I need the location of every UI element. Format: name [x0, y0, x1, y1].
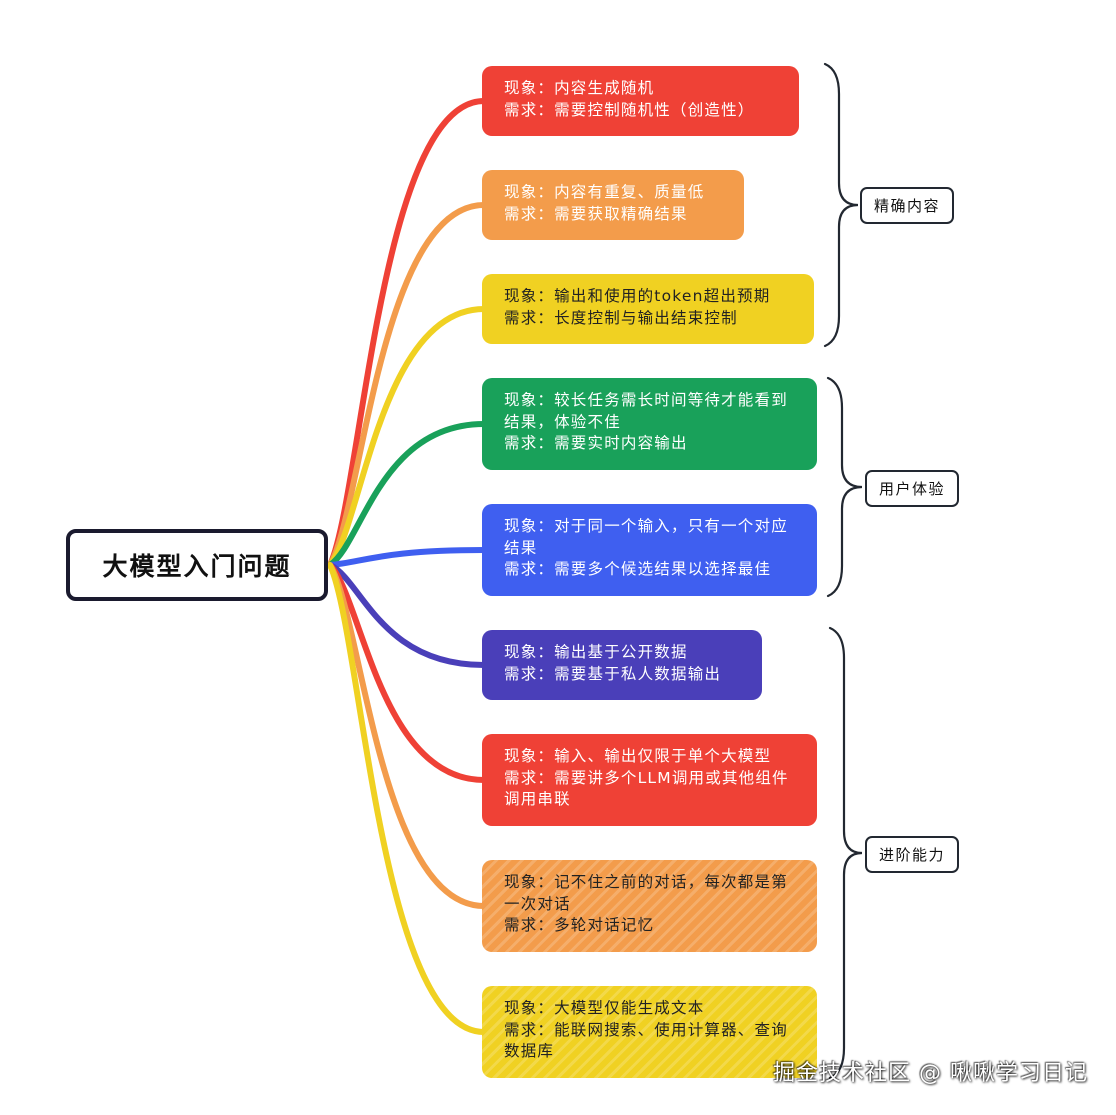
root-node-label: 大模型入门问题	[102, 552, 292, 581]
group-label-user-experience: 用户体验	[865, 470, 960, 507]
group-label-text: 进阶能力	[879, 846, 946, 864]
phenomenon-text: 现象：对于同一个输入，只有一个对应结果	[504, 517, 788, 557]
phenomenon-text: 现象：内容有重复、质量低	[504, 183, 705, 201]
group-label-text: 用户体验	[879, 480, 946, 498]
phenomenon-text: 现象：记不住之前的对话，每次都是第一次对话	[504, 873, 788, 913]
topic-node-text-only: 现象：大模型仅能生成文本 需求：能联网搜索、使用计算器、查询数据库	[482, 986, 817, 1078]
requirement-text: 需求：能联网搜索、使用计算器、查询数据库	[504, 1020, 788, 1061]
connector-line	[327, 306, 487, 568]
connector-line	[327, 202, 487, 568]
requirement-text: 需求：多轮对话记忆	[504, 916, 655, 934]
requirement-text: 需求：需要实时内容输出	[504, 434, 688, 452]
phenomenon-text: 现象：输入、输出仅限于单个大模型	[504, 747, 772, 765]
group-label-text: 精确内容	[874, 197, 941, 215]
group-bracket	[828, 626, 863, 1080]
phenomenon-text: 现象：大模型仅能生成文本	[504, 999, 705, 1017]
phenomenon-text: 现象：输出基于公开数据	[504, 643, 688, 661]
connector-line	[327, 562, 487, 668]
group-label-precise-content: 精确内容	[860, 187, 955, 224]
connector-line	[327, 562, 487, 1035]
phenomenon-text: 现象：内容生成随机	[504, 79, 655, 97]
group-bracket	[826, 376, 863, 598]
requirement-text: 需求：长度控制与输出结束控制	[504, 308, 738, 327]
connector-line	[327, 562, 487, 783]
requirement-text: 需求：需要讲多个LLM调用或其他组件调用串联	[504, 768, 789, 809]
root-node: 大模型入门问题	[66, 529, 328, 601]
requirement-text: 需求：需要控制随机性（创造性）	[504, 100, 755, 119]
topic-node-random-content: 现象：内容生成随机 需求：需要控制随机性（创造性）	[482, 66, 799, 136]
topic-node-repetition: 现象：内容有重复、质量低 需求：需要获取精确结果	[482, 170, 744, 240]
topic-node-long-wait: 现象：较长任务需长时间等待才能看到结果，体验不佳 需求：需要实时内容输出	[482, 378, 817, 470]
group-bracket	[823, 62, 859, 348]
requirement-text: 需求：需要获取精确结果	[504, 204, 688, 223]
watermark: 掘金技术社区 @ 啾啾学习日记	[773, 1061, 1088, 1086]
topic-node-no-memory: 现象：记不住之前的对话，每次都是第一次对话 需求：多轮对话记忆	[482, 860, 817, 952]
group-label-advanced-capability: 进阶能力	[865, 836, 960, 873]
connector-line	[327, 547, 487, 568]
topic-node-single-result: 现象：对于同一个输入，只有一个对应结果 需求：需要多个候选结果以选择最佳	[482, 504, 817, 596]
topic-node-token-overuse: 现象：输出和使用的token超出预期 需求：长度控制与输出结束控制	[482, 274, 814, 344]
connector-line	[327, 421, 487, 568]
requirement-text: 需求：需要多个候选结果以选择最佳	[504, 560, 772, 578]
phenomenon-text: 现象：较长任务需长时间等待才能看到结果，体验不佳	[504, 391, 788, 431]
phenomenon-text: 现象：输出和使用的token超出预期	[504, 287, 771, 305]
requirement-text: 需求：需要基于私人数据输出	[504, 664, 722, 683]
topic-node-single-model: 现象：输入、输出仅限于单个大模型 需求：需要讲多个LLM调用或其他组件调用串联	[482, 734, 817, 826]
topic-node-public-data: 现象：输出基于公开数据 需求：需要基于私人数据输出	[482, 630, 762, 700]
